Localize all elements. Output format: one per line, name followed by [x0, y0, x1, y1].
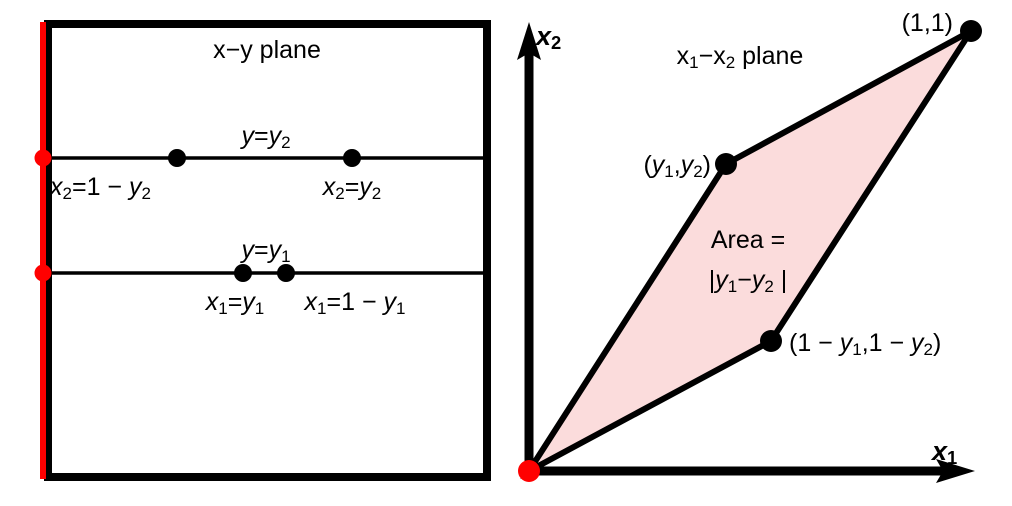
vertex-dot-1-minus-y1-1-minus-y2: [760, 330, 782, 352]
x1-axis-label: x1: [930, 436, 957, 468]
label-y-equals-y1: y=y1: [239, 236, 290, 266]
point-x1-equals-1-minus-y1: [277, 264, 295, 282]
x2-axis-label: x2: [534, 21, 561, 53]
point-x2-equals-1-minus-y2: [168, 149, 186, 167]
left-panel-group: x−y plane y=y2 y=y1 x2=1 − y2 x2=y2 x1=y…: [34, 20, 491, 481]
point-x1-equals-y1: [234, 264, 252, 282]
red-dot-y2-edge: [34, 149, 52, 167]
area-label-line1-text: Area =: [711, 226, 785, 254]
label-x2-equals-y2: x2=y2: [322, 173, 382, 203]
x2-axis-arrowhead: [517, 22, 541, 60]
x1x2-plane-title: x1−x2 plane: [677, 42, 804, 72]
vertex-label-1-1-text: (1,1): [902, 9, 953, 37]
label-y-equals-y2: y=y2: [239, 122, 290, 152]
label-x2-equals-1-minus-y2: x2=1 − y2: [49, 173, 151, 203]
xy-plane-title-text: x−y plane: [213, 36, 321, 64]
vertex-label-1-1: (1,1): [902, 9, 953, 37]
vertex-dot-1-1: [960, 20, 982, 42]
area-label-line1: Area =: [711, 226, 785, 254]
point-x2-equals-y2: [343, 149, 361, 167]
vertex-label-y1-y2: (y1,y2): [643, 151, 711, 181]
origin-red-dot: [518, 460, 540, 482]
vertex-label-1-minus-y1-1-minus-y2: (1 − y1,1 − y2): [789, 329, 941, 359]
red-dot-y1-edge: [34, 264, 52, 282]
right-panel-group: x1−x2 plane x2 x1 (1,1) (y1,y2) (1 − y1,…: [517, 9, 982, 483]
area-label-line2: |y1−y2 |: [709, 266, 788, 296]
xy-plane-title: x−y plane: [213, 36, 321, 64]
label-x1-equals-y1: x1=y1: [205, 288, 265, 318]
label-x1-equals-1-minus-y1: x1=1 − y1: [304, 288, 406, 318]
vertex-dot-y1-y2: [715, 153, 737, 175]
x1-axis-arrowhead: [936, 459, 975, 483]
xy-plane-frame: [44, 20, 491, 481]
